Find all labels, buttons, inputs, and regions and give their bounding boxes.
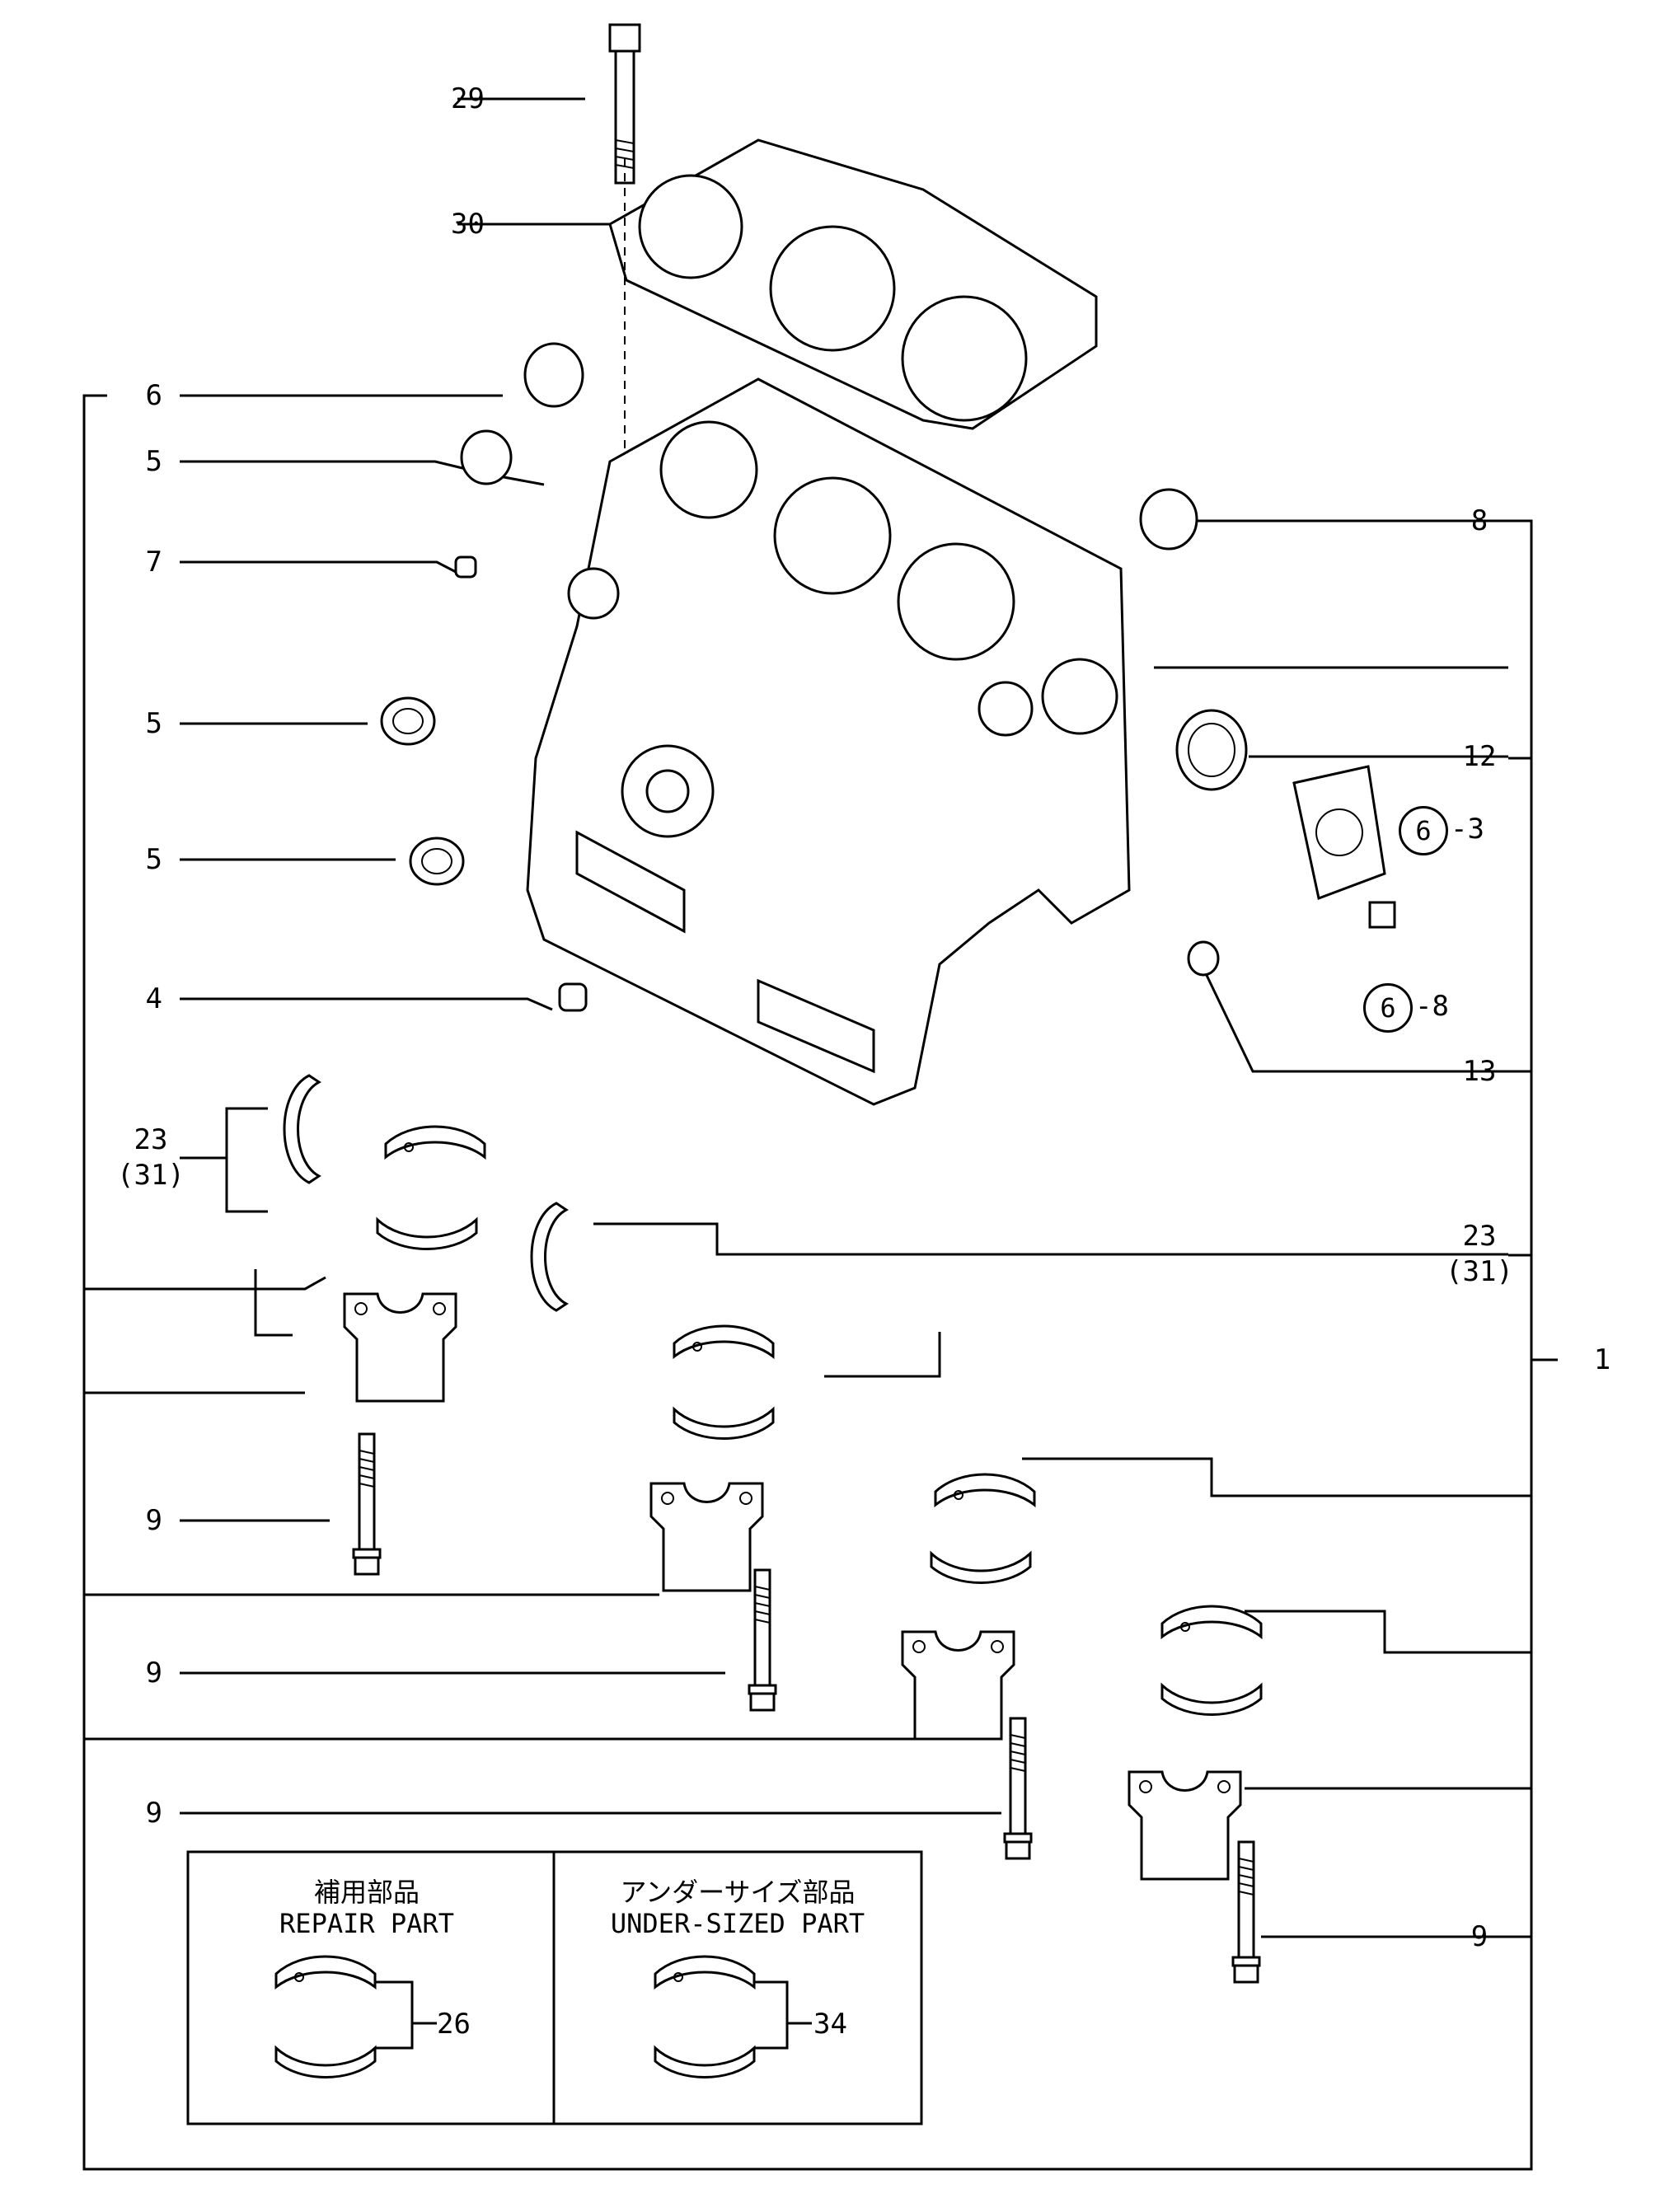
callout-13: 13	[1462, 1055, 1497, 1088]
callout-9-c: 9	[145, 1797, 162, 1830]
head-bolt	[608, 23, 641, 185]
cover-bolt	[1368, 901, 1396, 929]
inset-left-title-jp: 補用部品	[313, 1877, 420, 1908]
o-ring-13	[1187, 940, 1220, 977]
callout-9-a: 9	[145, 1504, 162, 1537]
callout-26: 26	[437, 2008, 471, 2041]
callout-6-3-suffix: -3	[1451, 813, 1484, 846]
plug-7	[454, 555, 477, 579]
bushing-12	[1175, 709, 1248, 791]
inset-right-title-en: UNDER-SIZED PART	[610, 1908, 865, 1939]
seal-5c	[409, 837, 465, 886]
callout-5-low: 5	[145, 843, 162, 876]
seal-5b	[380, 696, 436, 746]
callout-23-right: 23	[1462, 1220, 1497, 1253]
callout-31-left: (31)	[117, 1159, 185, 1192]
callout-7: 7	[145, 546, 162, 579]
inset-box	[186, 1850, 923, 2125]
callout-1: 1	[1593, 1343, 1611, 1376]
plug-4	[558, 982, 588, 1012]
head-gasket	[608, 138, 1098, 430]
callout-31-right: (31)	[1446, 1255, 1513, 1288]
expansion-plug-8	[1139, 488, 1198, 551]
callout-9-b: 9	[145, 1657, 162, 1689]
callout-12: 12	[1462, 740, 1497, 773]
cover-plate	[1292, 765, 1386, 901]
callout-5-mid: 5	[145, 707, 162, 740]
cylinder-block	[526, 377, 1131, 1106]
callout-23-left: 23	[134, 1123, 168, 1156]
callout-4: 4	[145, 982, 162, 1015]
inset-left-title-en: REPAIR PART	[279, 1908, 454, 1939]
inset-right-title-jp: アンダーサイズ部品	[620, 1877, 856, 1908]
callout-9-d: 9	[1470, 1920, 1489, 1953]
expansion-plug-5a	[460, 429, 513, 485]
callout-6-3-circle: 6	[1399, 806, 1448, 855]
callout-8: 8	[1470, 504, 1489, 537]
callout-6: 6	[145, 379, 162, 412]
assembly-bracket	[82, 394, 1533, 2171]
expansion-plug-6	[523, 342, 584, 408]
callout-6-8-circle: 6	[1363, 983, 1413, 1033]
callout-6-8-suffix: -8	[1415, 990, 1449, 1023]
callout-5-top: 5	[145, 445, 162, 478]
callout-29: 29	[451, 82, 485, 115]
callout-30: 30	[451, 208, 485, 241]
callout-34: 34	[813, 2008, 847, 2041]
